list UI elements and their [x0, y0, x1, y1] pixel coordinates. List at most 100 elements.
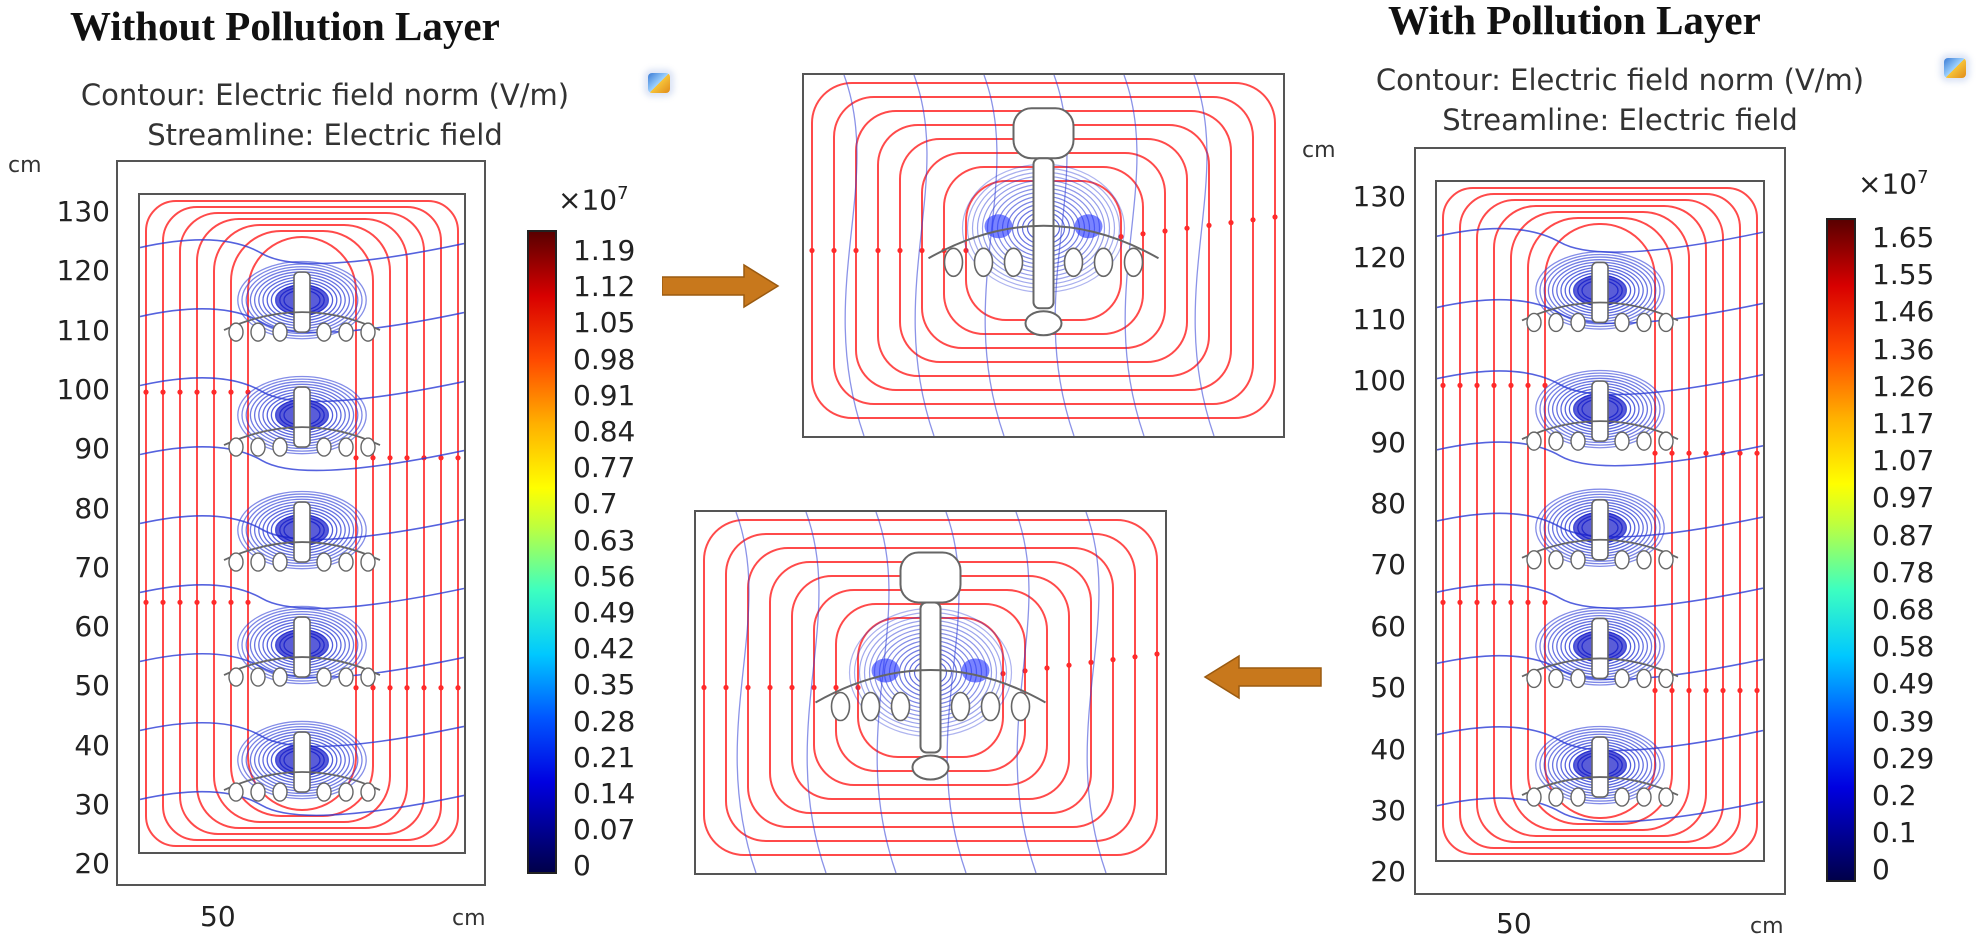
- left-ytick-label: 80: [74, 491, 110, 525]
- left-cbtick-label: 0.84: [573, 415, 636, 448]
- left-cbtick-label: 0.14: [573, 777, 636, 810]
- left-arrow-icon: [1203, 654, 1322, 700]
- left-cbtick-label: 1.19: [573, 234, 636, 267]
- streamline-arrow: [1154, 651, 1160, 657]
- right-ytick-label: 20: [1370, 855, 1406, 889]
- streamline-arrow: [897, 247, 903, 254]
- streamline-arrow: [1491, 382, 1497, 388]
- streamline-arrow: [701, 684, 707, 691]
- streamline-arrow: [1686, 687, 1692, 694]
- left-cbtick-label: 0.35: [573, 668, 636, 702]
- streamline-arrow: [1066, 662, 1072, 668]
- left-cbtick-label: 0.07: [573, 813, 636, 847]
- streamline-arrow: [387, 685, 393, 691]
- contour-line: [140, 583, 464, 610]
- streamline-arrow: [1542, 599, 1548, 605]
- left-ytick-label: 130: [56, 195, 110, 228]
- streamline-arrow: [211, 599, 217, 605]
- right-x-tick-50: 50: [1496, 907, 1532, 940]
- left-x-axis-unit: cm: [452, 906, 486, 931]
- right-ytick-label: 130: [1352, 180, 1406, 213]
- contour-line: [945, 512, 967, 873]
- contour-line: [1437, 441, 1763, 467]
- left-cbtick-label: 0.49: [573, 596, 636, 629]
- contour-line: [735, 512, 757, 873]
- streamline-arrow: [1525, 382, 1531, 388]
- insulator-unit: [1521, 369, 1679, 451]
- left-ytick-label: 100: [56, 372, 110, 406]
- left-ytick-label: 60: [74, 610, 110, 644]
- contour-line: [913, 75, 935, 436]
- streamline-arrow: [1440, 599, 1446, 605]
- right-cbtick-label: 1.36: [1872, 332, 1935, 366]
- right-cbtick-label: 0.78: [1872, 555, 1935, 589]
- right-arrow-icon: [662, 263, 780, 309]
- contour-line: [140, 514, 464, 541]
- streamline-arrow: [875, 247, 881, 254]
- right-colorbar: [1826, 218, 1856, 882]
- left-comsol-logo-icon: [648, 73, 670, 93]
- right-cbtick-label: 1.07: [1872, 444, 1935, 478]
- streamline: [1476, 199, 1724, 843]
- contour-line: [1437, 726, 1763, 752]
- insulator-unit: [1521, 251, 1679, 333]
- streamline-arrow: [1184, 225, 1190, 231]
- insulator-unit: [1521, 488, 1679, 570]
- right-cbtick-label: 0.87: [1872, 518, 1935, 552]
- right-cbtick-label: 1.65: [1872, 221, 1935, 254]
- streamline-arrow: [438, 685, 444, 691]
- insulator-unit: [928, 107, 1159, 337]
- streamline-arrow: [370, 455, 376, 461]
- contour-line: [1015, 512, 1037, 873]
- left-ytick-label: 50: [74, 669, 110, 703]
- streamline-arrow: [1669, 450, 1675, 456]
- insulator-unit: [1521, 607, 1679, 689]
- right-x-axis-unit: cm: [1750, 914, 1784, 939]
- left-cbtick-label: 0.91: [573, 378, 636, 412]
- streamline-arrow: [421, 685, 427, 691]
- streamline-arrow: [1250, 217, 1256, 223]
- streamline: [1442, 187, 1758, 855]
- streamline-arrow: [1457, 599, 1463, 605]
- streamline-arrow: [1542, 382, 1548, 388]
- left-cbtick-label: 0.77: [573, 451, 636, 485]
- left-ytick-label: 110: [56, 313, 110, 347]
- insulator-unit: [815, 551, 1046, 781]
- streamline: [213, 224, 391, 823]
- streamline-arrow: [1044, 665, 1050, 671]
- right-cbtick-label: 0: [1872, 853, 1890, 887]
- streamline: [179, 212, 425, 835]
- streamline-arrow: [177, 599, 183, 605]
- streamline-arrow: [1457, 382, 1463, 388]
- streamline: [145, 200, 459, 847]
- streamline-arrow: [919, 247, 925, 254]
- streamline-arrow: [1228, 220, 1234, 226]
- streamline-arrow: [1525, 599, 1531, 605]
- streamline-arrow: [228, 599, 234, 605]
- streamline-arrow: [211, 389, 217, 395]
- streamline-arrow: [1737, 450, 1743, 456]
- left-plot-domain: [138, 193, 466, 854]
- left-cbtick-label: 0.63: [573, 523, 636, 557]
- streamline: [1510, 211, 1690, 831]
- streamline-arrow: [1703, 687, 1709, 694]
- streamline-arrow: [811, 684, 817, 691]
- left-colorbar-multiplier: ×107: [558, 183, 629, 217]
- right-ytick-label: 80: [1370, 487, 1406, 520]
- left-cbtick-label: 0.42: [573, 632, 636, 666]
- streamline-arrow: [1110, 657, 1116, 663]
- streamline-arrow: [963, 247, 969, 254]
- streamline-arrow: [1272, 214, 1278, 220]
- streamline-arrow: [1669, 687, 1675, 694]
- streamline-arrow: [1140, 231, 1146, 237]
- left-field-plot: [140, 200, 464, 847]
- streamline-arrow: [370, 685, 376, 691]
- streamline-arrow: [177, 389, 183, 395]
- bottom-zoom-panel: [694, 510, 1167, 875]
- contour-line: [140, 652, 464, 679]
- streamline-arrow: [1474, 382, 1480, 388]
- streamline-arrow: [833, 684, 839, 691]
- contour-line: [1437, 797, 1763, 823]
- streamline-arrow: [438, 455, 444, 461]
- streamline-arrow: [1474, 599, 1480, 605]
